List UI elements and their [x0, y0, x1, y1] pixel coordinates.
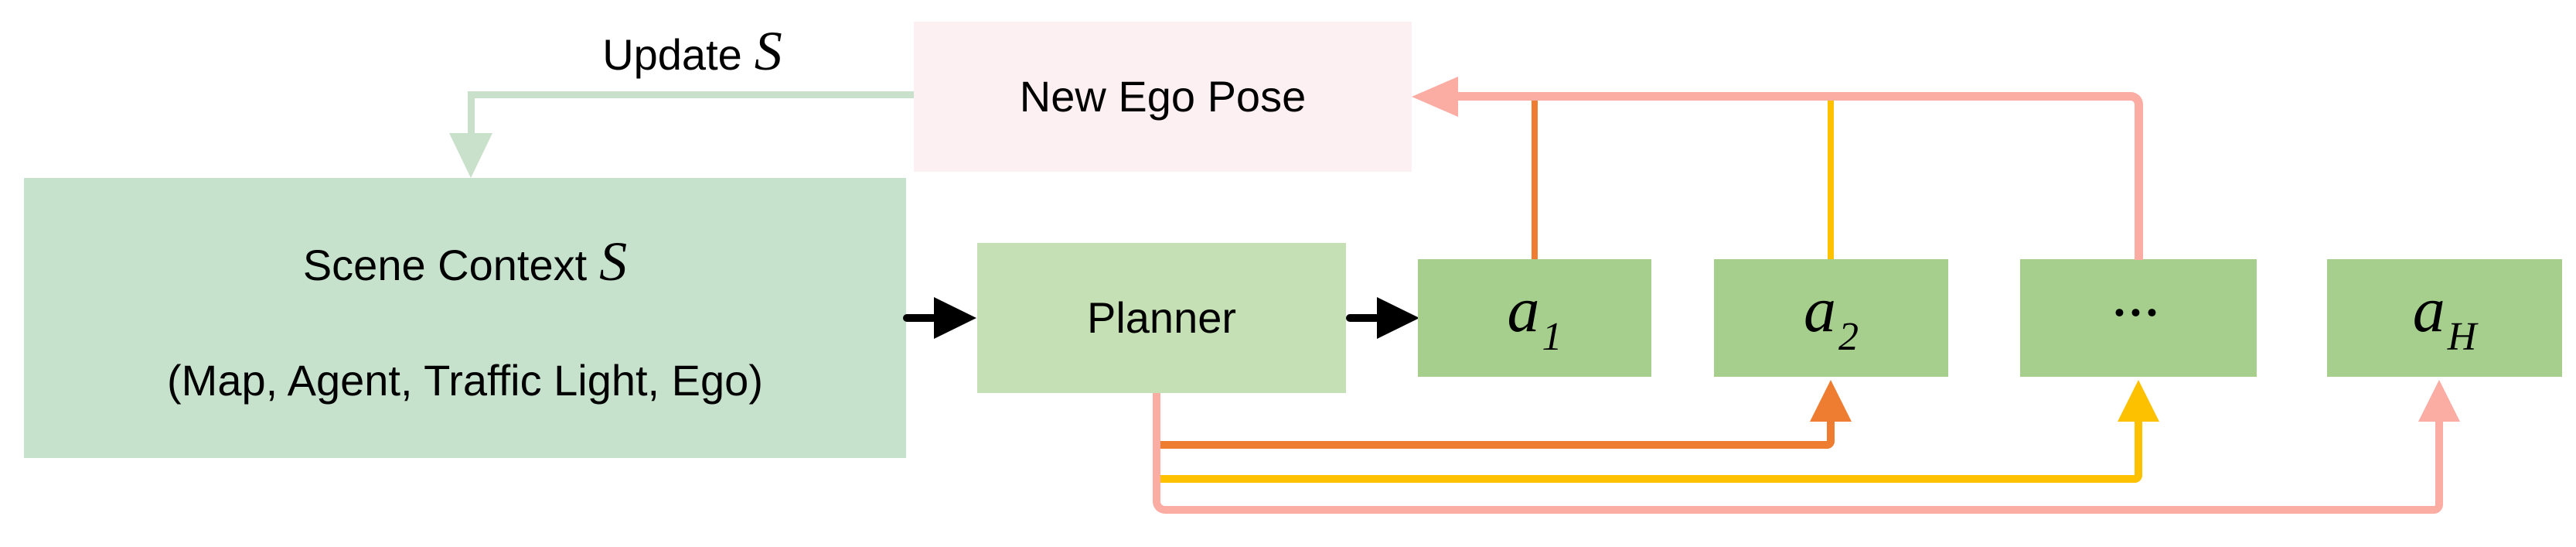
update-down-arrowhead-icon: [449, 133, 492, 178]
scene-context-symbol: S: [754, 20, 782, 82]
scene-to-planner-arrow-line: [903, 314, 937, 322]
ellipsis-up-arrowhead-icon: [2118, 380, 2159, 422]
action-box-a1: a1: [1418, 259, 1651, 377]
scene-context-subtitle: (Map, Agent, Traffic Light, Ego): [167, 356, 763, 405]
action-aH-subscript: H: [2447, 315, 2477, 359]
planner-box: Planner: [977, 243, 1346, 393]
planner-label: Planner: [1086, 293, 1237, 343]
action-aH-label: aH: [2413, 278, 2477, 357]
ego-pose-left-arrowhead-icon: [1412, 77, 1458, 117]
planner-to-a2-route-line: [1157, 422, 1835, 449]
new-ego-pose-box: New Ego Pose: [914, 22, 1412, 172]
ellipsis-to-ego-pose-line: [1457, 92, 2143, 260]
planner-to-ellipsis-route-line: [1157, 422, 2142, 483]
action-box-a2: a2: [1714, 259, 1948, 377]
action-ellipsis-text: ...: [2113, 258, 2162, 330]
action-aH-base: a: [2412, 274, 2445, 346]
action-a2-subscript: 2: [1838, 315, 1859, 359]
a2-to-ego-pose-line: [1828, 101, 1834, 259]
action-ellipsis-label: ...: [2113, 262, 2164, 327]
update-arrow-line: [468, 91, 921, 145]
action-a1-label: a1: [1508, 278, 1562, 357]
planner-to-aH-route-line: [1153, 393, 2443, 514]
action-box-aH: aH: [2327, 259, 2562, 377]
scene-to-planner-arrowhead-icon: [934, 297, 976, 339]
scene-context-title-symbol: S: [599, 231, 628, 292]
scene-context-title-text: Scene Context: [302, 241, 588, 289]
new-ego-pose-label: New Ego Pose: [1019, 72, 1307, 121]
action-a2-label: a2: [1804, 278, 1859, 357]
action-a1-base: a: [1507, 274, 1540, 346]
action-a1-subscript: 1: [1542, 315, 1562, 359]
action-a2-base: a: [1804, 274, 1836, 346]
aH-up-arrowhead-icon: [2418, 380, 2460, 422]
planner-to-a1-arrowhead-icon: [1377, 297, 1419, 339]
planner-to-a1-arrow-line: [1346, 314, 1380, 322]
action-box-ellipsis: ...: [2020, 259, 2257, 377]
a2-up-arrowhead-icon: [1810, 380, 1852, 422]
a1-to-ego-pose-line: [1532, 101, 1538, 259]
update-text: Update: [602, 30, 742, 79]
